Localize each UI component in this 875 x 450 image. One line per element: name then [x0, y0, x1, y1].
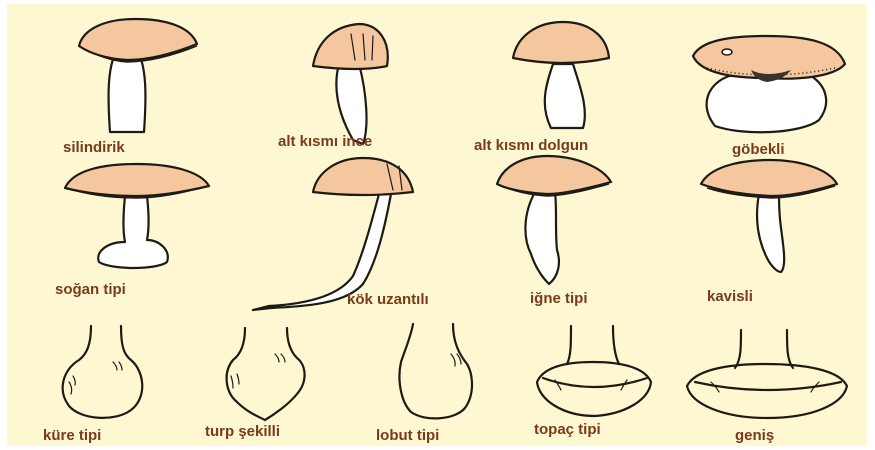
label-kure-tipi: küre tipi — [43, 428, 101, 443]
mushroom-illustrations — [7, 4, 867, 446]
label-topac-tipi: topaç tipi — [534, 422, 601, 437]
label-kok-uzantili: kök uzantılı — [347, 292, 429, 307]
label-alt-kismi-dolgun: alt kısmı dolgun — [474, 138, 588, 153]
label-alt-kismi-ince: alt kısmı ince — [278, 134, 372, 149]
label-silindirik: silindirik — [63, 140, 125, 155]
label-lobut-tipi: lobut tipi — [376, 428, 439, 443]
diagram-panel: silindirik alt kısmı ince alt kısmı dolg… — [7, 4, 867, 446]
label-gobekli: göbekli — [732, 142, 785, 157]
label-igne-tipi: iğne tipi — [530, 291, 588, 306]
label-genis: geniş — [735, 428, 774, 443]
label-sogan-tipi: soğan tipi — [55, 282, 126, 297]
label-kavisli: kavisli — [707, 289, 753, 304]
label-turp-sekilli: turp şekilli — [205, 424, 280, 439]
